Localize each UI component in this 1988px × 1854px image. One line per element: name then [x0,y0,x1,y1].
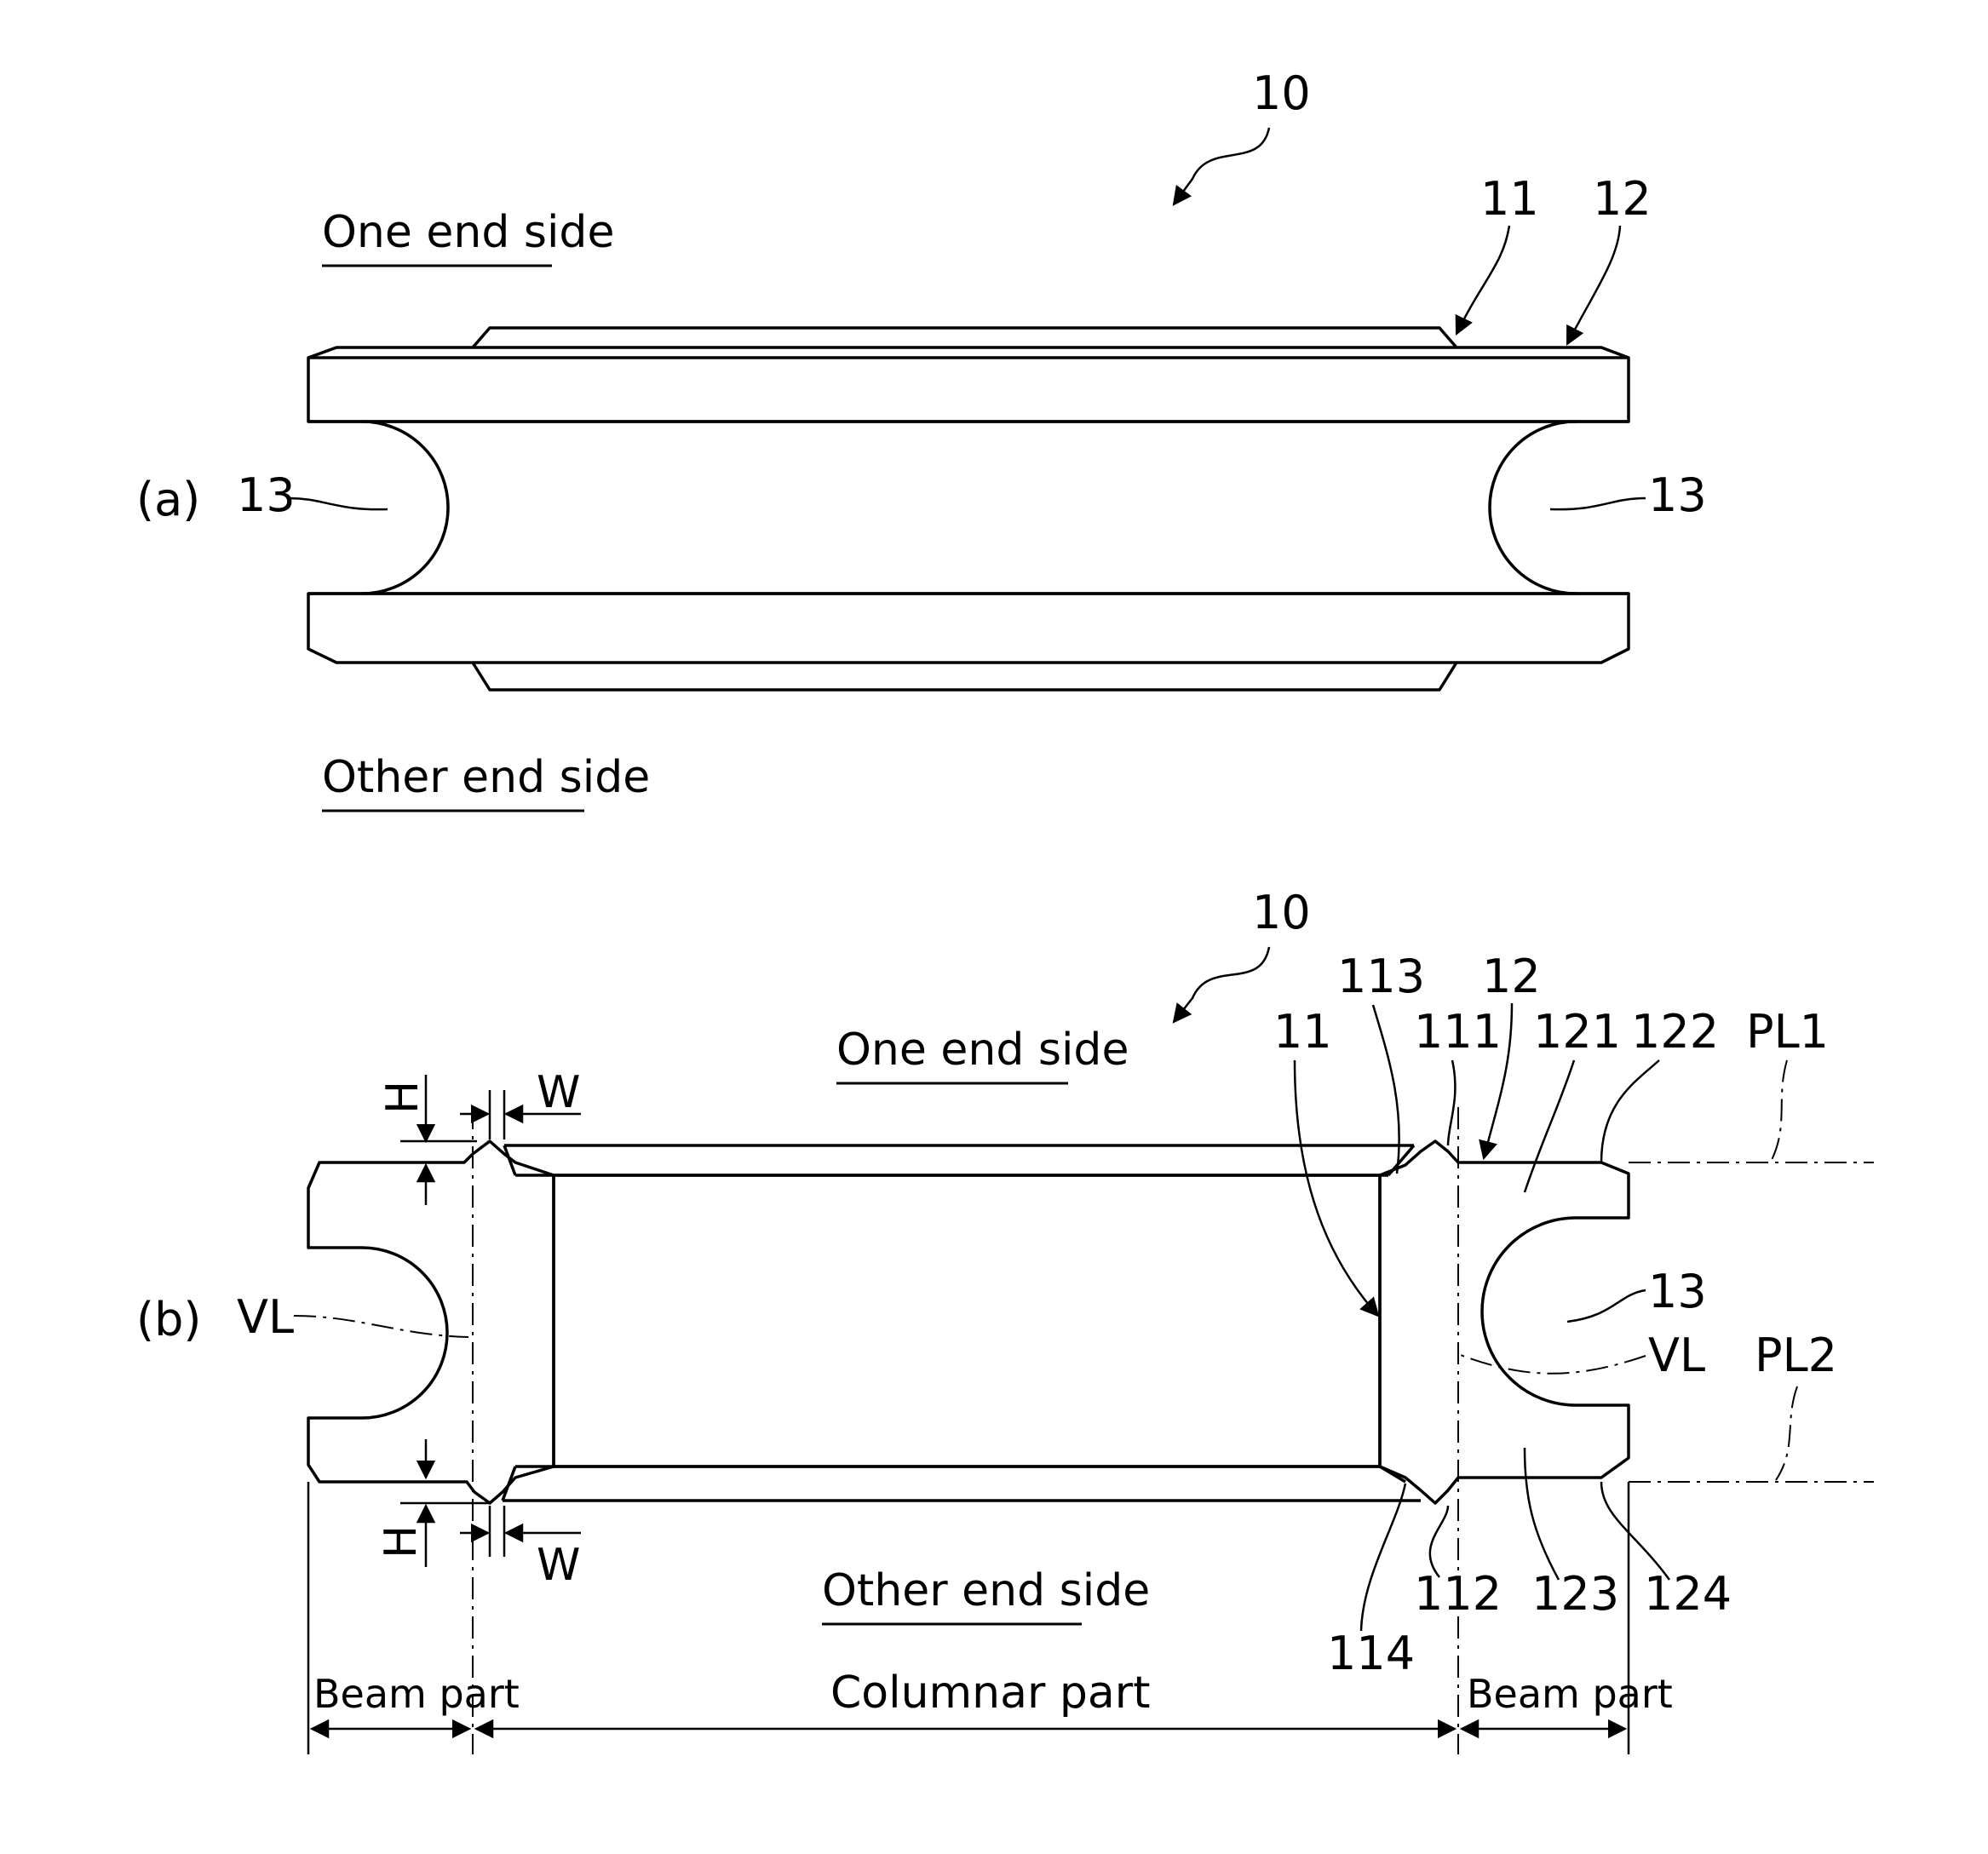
leader-11-a [1457,226,1509,334]
leader-122 [1601,1060,1659,1162]
right-groove-13 [1490,422,1629,594]
ref-10-b: 10 [1252,886,1311,939]
other-end-label-b: Other end side [822,1565,1150,1616]
pl2-leader [1776,1386,1797,1480]
figure-a: 10 One end side 11 12 (a) 13 13 Other en… [136,66,1707,811]
left-section-hatched [308,1141,554,1503]
leader-10-b [1174,947,1269,1022]
ref-123: 123 [1531,1567,1619,1621]
panel-b-label: (b) [136,1293,201,1346]
ref-122: 122 [1631,1005,1719,1059]
columnar-top-plate [504,1145,1414,1175]
ref-13-right-a: 13 [1648,468,1707,522]
ref-10-a: 10 [1252,66,1311,120]
w-bot-label: W [537,1540,580,1591]
h-top-label: H [377,1081,428,1114]
beam-part-right-label: Beam part [1467,1671,1673,1717]
leader-13-b [1567,1290,1646,1322]
vl-right-label: VL [1648,1329,1705,1382]
ref-11-b: 11 [1273,1005,1332,1059]
leader-111 [1448,1060,1455,1145]
leader-13-left [290,498,388,509]
ref-111: 111 [1414,1005,1502,1059]
ref-11-a: 11 [1480,172,1539,226]
pl1-label: PL1 [1746,1005,1829,1059]
one-end-label-a: One end side [322,207,614,258]
beam-top-chamfer [308,347,1629,358]
other-end-label-a: Other end side [322,752,650,803]
one-end-label-b: One end side [836,1025,1129,1076]
ref-112: 112 [1414,1567,1502,1621]
leader-12-a [1567,226,1620,344]
vl-left-label: VL [237,1290,294,1344]
vl-left-leader [294,1316,468,1337]
lower-flange [308,594,1629,663]
ref-12-b: 12 [1482,950,1541,1003]
inner-cavity [554,1175,1380,1467]
vl-right-leader [1458,1354,1646,1374]
w-top-label: W [537,1067,580,1118]
ref-13-left-a: 13 [237,468,296,522]
leader-113 [1373,1005,1399,1174]
left-groove-13 [308,422,448,594]
ref-113: 113 [1337,950,1425,1003]
ref-124: 124 [1644,1567,1732,1621]
ref-12-a: 12 [1593,172,1652,226]
leader-124 [1601,1482,1669,1580]
leader-13-right [1550,498,1646,509]
upper-flange [308,358,1629,422]
ref-114: 114 [1327,1627,1415,1680]
ref-121: 121 [1533,1005,1621,1059]
leader-121 [1525,1060,1574,1192]
columnar-bottom-plate [503,1467,1421,1501]
panel-a-label: (a) [136,473,200,526]
right-section-hatched [1380,1141,1629,1503]
leader-123 [1525,1448,1559,1580]
leader-11-b [1295,1060,1378,1316]
columnar-bottom-edge [473,663,1457,690]
beam-part-left-label: Beam part [313,1671,520,1717]
figure-b: 10 One end side Beam part Columnar part … [136,886,1874,1754]
pl2-label: PL2 [1755,1329,1837,1382]
pl1-leader [1772,1060,1787,1160]
leader-114 [1361,1484,1405,1631]
h-bot-label: H [376,1525,427,1558]
ref-13-b: 13 [1648,1265,1707,1318]
leader-10-a [1174,128,1269,204]
columnar-top-edge [473,328,1457,347]
columnar-part-label: Columnar part [830,1667,1151,1719]
